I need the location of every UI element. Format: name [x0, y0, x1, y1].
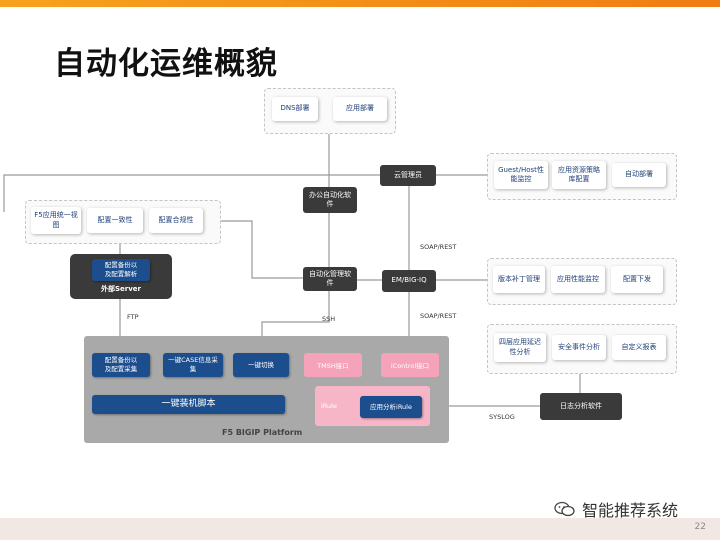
app-deploy-box: 应用部署 [333, 97, 387, 121]
f5-app-view-box: F5应用统一视 图 [31, 207, 81, 234]
office-automation-node: 办公自动化软 件 [303, 187, 357, 213]
l4-latency-box: 四层应用延迟 性分析 [494, 333, 546, 362]
platform-label: F5 BIGIP Platform [222, 428, 303, 437]
log-analysis-node: 日志分析软件 [540, 393, 622, 420]
config-push-box: 配置下发 [611, 266, 663, 293]
tmsh-interface-box: TMSH接口 [304, 353, 362, 377]
platform-switch-box: 一键切换 [233, 353, 289, 377]
platform-case-box: 一键CASE信息采 集 [163, 353, 223, 377]
soap-rest-label-1: SOAP/REST [420, 243, 457, 251]
platform-backup-box: 配置备份以 及配置采集 [92, 353, 150, 377]
cloud-admin-node: 云管理员 [380, 165, 436, 186]
auto-deploy-box: 自动部署 [612, 163, 666, 187]
guest-host-monitor-box: Guest/Host性 能监控 [494, 161, 548, 189]
footer-bar [0, 518, 720, 540]
top-accent-bar [0, 0, 720, 7]
ftp-label: FTP [127, 313, 139, 321]
app-perf-monitor-box: 应用性能监控 [551, 266, 605, 293]
irule-label: iRule [321, 402, 337, 410]
wechat-icon [554, 501, 575, 517]
icontrol-interface-box: iControl接口 [381, 353, 439, 377]
syslog-label: SYSLOG [489, 413, 515, 421]
custom-report-box: 自定义报表 [612, 335, 666, 360]
config-consistency-box: 配置一致性 [87, 208, 143, 233]
em-bigiq-node: EM/BIG-IQ [382, 270, 436, 292]
config-compliance-box: 配置合规性 [149, 208, 203, 233]
install-script-box: 一键装机脚本 [92, 395, 285, 414]
ssh-label: SSH [322, 315, 336, 323]
dns-deploy-box: DNS部署 [272, 97, 318, 121]
app-analysis-irule-box: 应用分析iRule [360, 396, 422, 418]
soap-rest-label-2: SOAP/REST [420, 312, 457, 320]
auto-mgmt-node: 自动化管理软 件 [303, 267, 357, 291]
security-event-box: 安全事件分析 [552, 335, 606, 360]
page-title: 自动化运维概貌 [54, 46, 278, 82]
patch-mgmt-box: 版本补丁管理 [493, 266, 545, 293]
watermark: 智能推荐系统 [554, 497, 678, 521]
resource-policy-box: 应用资源策略 库配置 [552, 161, 606, 189]
watermark-text: 智能推荐系统 [582, 501, 679, 520]
ext-backup-parse-box: 配置备份以 及配置解析 [92, 259, 150, 281]
external-server-label: 外部Server [100, 284, 141, 293]
page-number: 22 [694, 522, 706, 532]
